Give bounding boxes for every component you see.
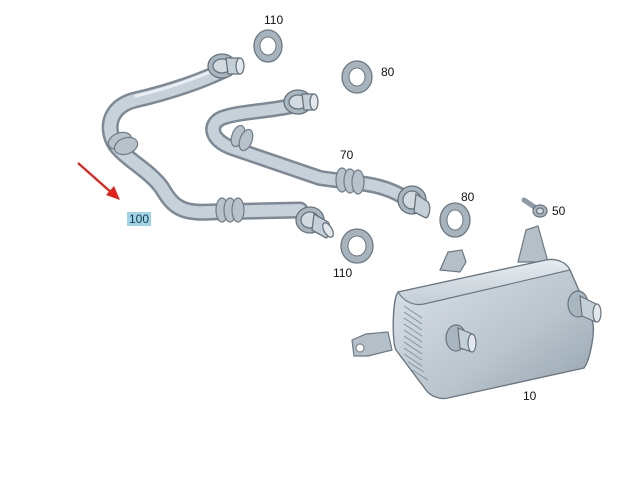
hose-assembly-100 [101, 53, 334, 239]
seal-ring-110-bottom [340, 228, 374, 264]
seal-ring-110-top [253, 29, 283, 63]
pointer-arrow [77, 162, 120, 200]
label-80-right: 80 [461, 190, 475, 204]
label-110-bottom: 110 [333, 266, 353, 280]
label-110-top: 110 [264, 13, 284, 27]
oring-80-top [341, 60, 373, 94]
oring-80-right [439, 202, 471, 238]
label-50: 50 [552, 204, 566, 218]
label-80-top: 80 [381, 65, 395, 79]
oil-cooler-10 [351, 225, 602, 400]
label-100-highlighted[interactable]: 100 [127, 212, 152, 226]
label-10: 10 [523, 389, 537, 403]
label-70: 70 [340, 148, 354, 162]
bolt-50 [521, 197, 548, 218]
hose-pipe-70 [205, 89, 431, 219]
